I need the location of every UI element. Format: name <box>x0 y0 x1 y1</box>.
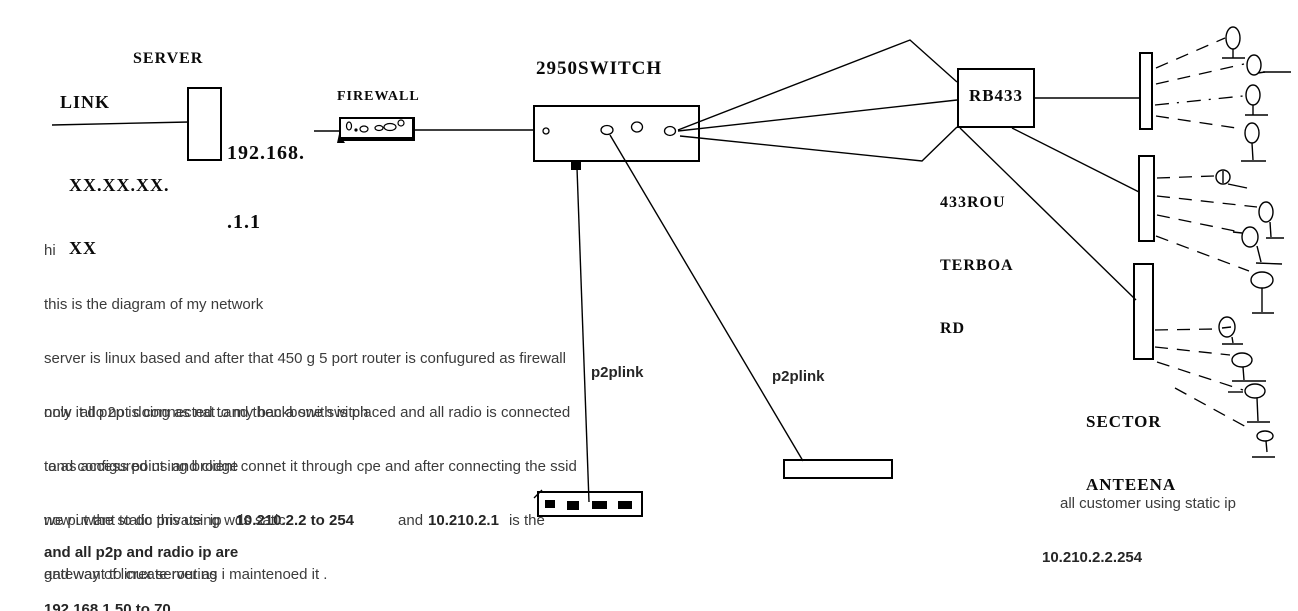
server-label: SERVER <box>133 50 204 67</box>
firewall-box <box>339 117 415 141</box>
switch-box <box>533 105 700 162</box>
intro-note: hi this is the diagram of my network ser… <box>44 242 577 583</box>
gateway-ip: 10.210.2.1 <box>428 512 499 529</box>
customer-radio-9 <box>1218 316 1243 345</box>
wireless-link-dashed-12 <box>1174 387 1249 429</box>
p2plink-left-label: p2plink <box>591 364 644 381</box>
customer-radio-6 <box>1258 201 1284 239</box>
p2plink-right-label: p2plink <box>772 368 825 385</box>
link-line <box>51 121 190 126</box>
switch-rb433-mid-line <box>677 99 958 132</box>
firewall-label: FIREWALL <box>337 89 420 104</box>
wireless-link-dashed-3 <box>1154 95 1244 106</box>
wireless-link-dashed-2 <box>1155 63 1245 85</box>
link-label: LINK <box>60 92 111 112</box>
server-ip-label: 192.168. .1.1 <box>227 142 305 233</box>
static-ip-range: 10.210.2.2 to 254 <box>235 512 355 529</box>
wireless-link-dashed-4 <box>1155 115 1244 130</box>
sector-antenna-label: SECTOR ANTEENA <box>1086 412 1177 494</box>
customer-radio-1 <box>1222 26 1245 59</box>
rb433-antenna3-line <box>959 127 1137 301</box>
customer-ip-note: all customer using static ip 10.210.2.2.… <box>1042 495 1236 566</box>
p2p-radio-box <box>783 459 893 479</box>
wan-ip-label: XX.XX.XX. XX <box>69 175 170 258</box>
rb433-box: RB433 <box>957 68 1035 128</box>
sector-antenna-2 <box>1138 155 1155 242</box>
wireless-link-dashed-5 <box>1156 175 1215 179</box>
switch-backbone-line <box>576 167 590 503</box>
firewall-ports-icon <box>337 119 405 143</box>
wireless-link-dashed-1 <box>1155 37 1226 69</box>
customer-radio-8 <box>1250 271 1274 314</box>
customer-radio-10 <box>1231 352 1266 382</box>
wireless-link-dashed-11 <box>1156 361 1244 391</box>
customer-radio-4 <box>1241 122 1266 162</box>
wireless-link-dashed-10 <box>1154 346 1231 356</box>
p2p-ip-note: and all p2p and radio ip are 192.168.1.5… <box>44 544 239 611</box>
customer-radio-11 <box>1228 383 1270 423</box>
switch-p2p-line <box>609 134 804 462</box>
customer-radio-2 <box>1246 54 1291 76</box>
sector-antenna-1 <box>1139 52 1153 130</box>
server-box <box>187 87 222 161</box>
routerboard-label: 433ROU TERBOA RD <box>940 194 1014 337</box>
backbone-ports-icon <box>533 489 632 510</box>
backbone-port-box <box>537 491 643 517</box>
wireless-link-dashed-8 <box>1155 235 1250 272</box>
request-note: now all p2p is connected to my backbone … <box>44 404 369 583</box>
switch-rb433-bottom-line <box>679 126 958 162</box>
switch-rb433-top-line <box>677 39 958 131</box>
customer-radio-12 <box>1252 430 1275 458</box>
rb433-antenna2-line <box>1011 127 1140 193</box>
wireless-link-dashed-9 <box>1154 328 1217 331</box>
rb433-label: RB433 <box>968 86 1024 105</box>
wireless-link-dashed-7 <box>1156 214 1241 233</box>
customer-radio-7 <box>1232 226 1283 265</box>
switch-ports-icon <box>542 121 677 170</box>
switch-label: 2950SWITCH <box>536 58 663 79</box>
wireless-link-dashed-6 <box>1156 195 1258 208</box>
sector-antenna-3 <box>1133 263 1154 360</box>
customer-radio-3 <box>1245 84 1268 116</box>
customer-radio-5 <box>1215 169 1248 189</box>
